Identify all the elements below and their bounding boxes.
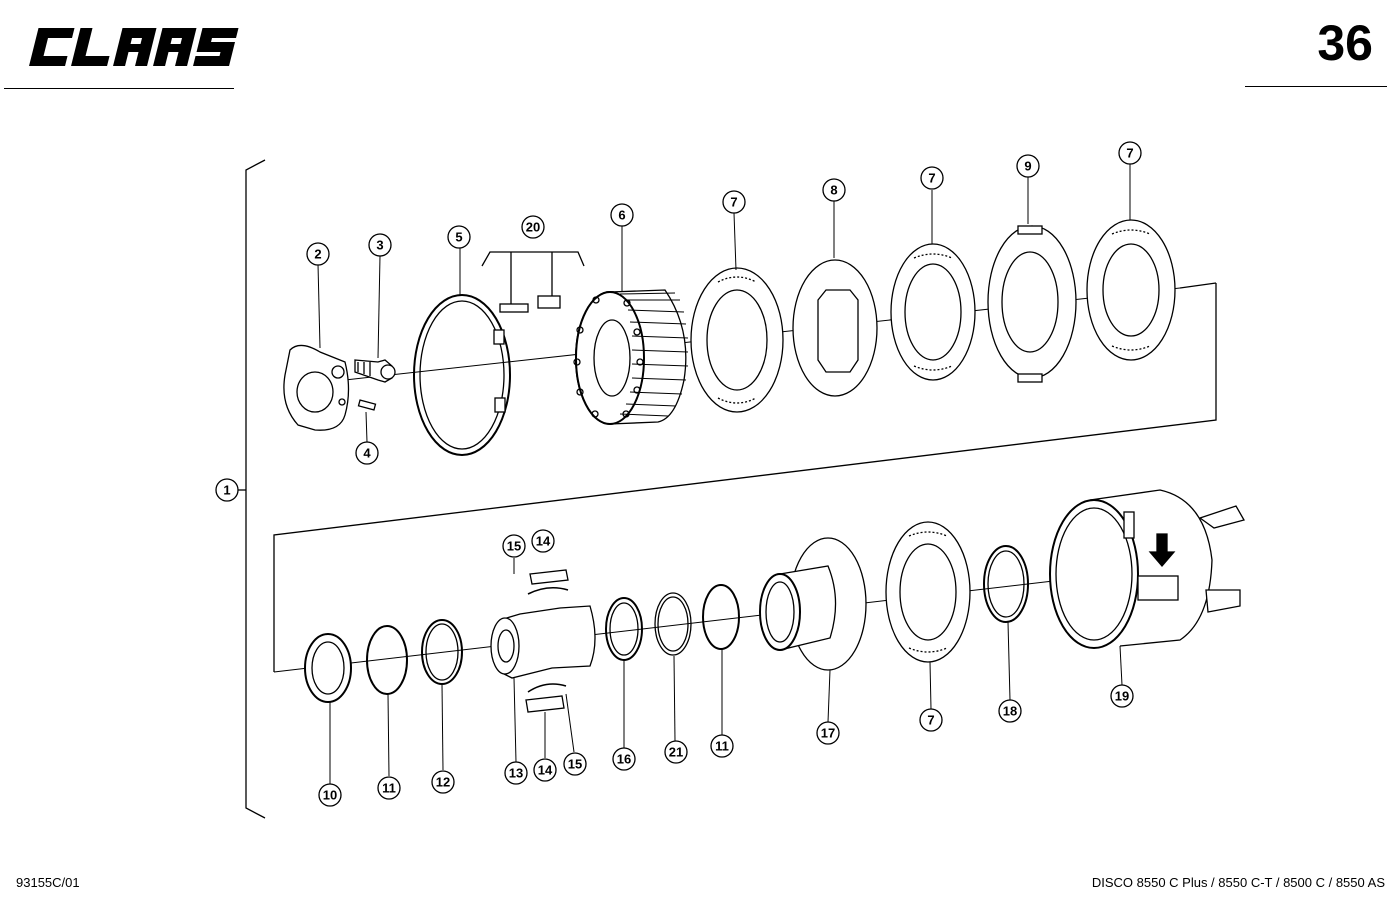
part-19-housing <box>1049 489 1245 649</box>
callout-label: 17 <box>821 726 835 741</box>
callout-label: 20 <box>526 220 540 235</box>
callout-c10: 10 <box>318 783 342 807</box>
callout-label: 10 <box>323 788 337 803</box>
part-13-hub <box>490 605 596 679</box>
callout-c7c: 7 <box>1118 141 1142 165</box>
part-10-seal-ring <box>304 633 352 703</box>
callout-c20: 20 <box>521 215 545 239</box>
claas-logo <box>29 28 239 66</box>
callout-c2: 2 <box>306 242 330 266</box>
callout-c14a: 14 <box>531 529 555 553</box>
part-17-hub-flange <box>759 537 867 671</box>
callout-label: 15 <box>507 539 521 554</box>
callout-label: 7 <box>928 171 935 186</box>
page-number: 36 <box>1317 15 1373 71</box>
part-9-pressure-plate <box>987 225 1077 383</box>
callout-label: 19 <box>1115 689 1129 704</box>
callout-c14b: 14 <box>533 758 557 782</box>
callout-label: 11 <box>382 781 396 796</box>
callout-label: 6 <box>618 208 625 223</box>
part-11-circlip-b <box>702 584 740 650</box>
callout-c9: 9 <box>1016 154 1040 178</box>
part-15-spring-a <box>527 586 569 595</box>
model-list: DISCO 8550 C Plus / 8550 C-T / 8500 C / … <box>1091 875 1385 890</box>
callout-label: 14 <box>538 763 553 778</box>
callout-c15b: 15 <box>563 752 587 776</box>
callout-label: 13 <box>509 766 523 781</box>
callout-label: 7 <box>927 713 934 728</box>
part-14-key-b <box>525 695 565 713</box>
callout-c1: 1 <box>215 478 239 502</box>
callout-label: 14 <box>536 534 551 549</box>
callout-label: 7 <box>730 195 737 210</box>
callout-c7a: 7 <box>722 190 746 214</box>
header-rule-left <box>4 88 234 89</box>
callout-c11b: 11 <box>710 734 734 758</box>
part-14-key-a <box>529 569 569 585</box>
part-8-plate <box>792 259 878 397</box>
part-7-friction-disc-b <box>890 243 976 381</box>
part-15-spring-b <box>527 683 567 693</box>
callout-c18: 18 <box>998 699 1022 723</box>
part-4-pin <box>357 399 377 411</box>
callout-c16: 16 <box>612 747 636 771</box>
callout-c19: 19 <box>1110 684 1134 708</box>
callout-c15a: 15 <box>502 534 526 558</box>
assembly-bracket <box>245 159 266 819</box>
part-7-friction-disc-c <box>1086 219 1176 361</box>
part-20-bolts <box>481 251 585 313</box>
callout-label: 8 <box>830 183 837 198</box>
drawing-id: 93155C/01 <box>16 875 80 890</box>
callout-label: 7 <box>1126 146 1133 161</box>
callout-label: 11 <box>715 739 729 754</box>
callout-label: 2 <box>314 247 321 262</box>
callout-label: 12 <box>436 775 450 790</box>
callout-label: 5 <box>455 230 462 245</box>
callout-label: 15 <box>568 757 582 772</box>
callout-label: 21 <box>669 745 683 760</box>
callout-c7d: 7 <box>919 708 943 732</box>
part-5-ring <box>413 294 511 456</box>
callout-c21: 21 <box>664 740 688 764</box>
callout-c6: 6 <box>610 203 634 227</box>
callout-c3: 3 <box>368 233 392 257</box>
part-7-friction-disc-d <box>885 521 971 663</box>
header-rule-right <box>1245 86 1387 87</box>
callout-label: 18 <box>1003 704 1017 719</box>
part-7-friction-disc-a <box>690 267 784 413</box>
part-2-flange <box>283 344 350 431</box>
callout-label: 16 <box>617 752 631 767</box>
part-6-clutch-pack <box>573 289 689 425</box>
callout-label: 3 <box>376 238 383 253</box>
callout-c12: 12 <box>431 770 455 794</box>
callout-c11a: 11 <box>377 776 401 800</box>
part-16-ring <box>605 597 643 661</box>
callout-label: 4 <box>363 446 371 461</box>
callout-label: 9 <box>1024 159 1031 174</box>
callout-c5: 5 <box>447 225 471 249</box>
callout-c7b: 7 <box>920 166 944 190</box>
part-3-fitting <box>354 359 396 383</box>
upper-plane <box>273 283 1217 672</box>
part-21-ring <box>654 592 692 656</box>
lower-axis <box>273 571 1131 673</box>
callout-c4: 4 <box>355 441 379 465</box>
callout-label: 1 <box>223 483 230 498</box>
part-11-circlip-a <box>366 625 408 695</box>
callout-c17: 17 <box>816 721 840 745</box>
callout-c13: 13 <box>504 761 528 785</box>
part-18-ring <box>983 545 1029 623</box>
callout-c8: 8 <box>822 178 846 202</box>
